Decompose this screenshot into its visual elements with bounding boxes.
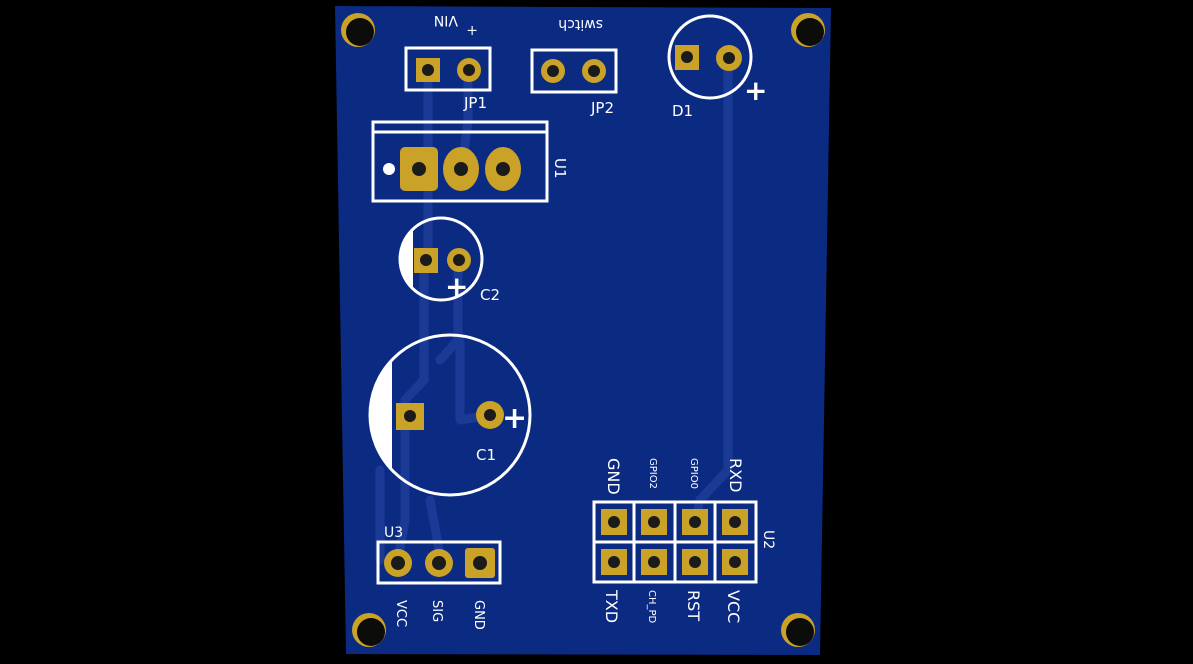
vin-plus-label: +: [466, 22, 478, 38]
u2-label: U2: [760, 530, 776, 549]
d1-led: [667, 14, 753, 100]
c2-plus-label: +: [445, 270, 468, 303]
d1-label: D1: [672, 102, 693, 120]
jp2-switch-header: [530, 48, 618, 94]
u2-vcc-label: VCC: [724, 590, 743, 623]
switch-label: switch: [558, 16, 603, 32]
u2-gpio0-label: GPIO0: [688, 458, 699, 489]
c2-capacitor: [398, 216, 484, 302]
u2-esp8266-header: [592, 500, 758, 584]
c1-capacitor: [368, 333, 532, 497]
u3-sig-label: SIG: [429, 600, 444, 622]
jp1-label: JP1: [463, 94, 487, 112]
u2-txd-label: TXD: [602, 589, 621, 623]
u2-gnd-label: GND: [604, 458, 623, 495]
u2-ch-pd-label: CH_PD: [646, 590, 657, 624]
u3-label: U3: [384, 525, 403, 541]
jp2-label: JP2: [590, 99, 614, 117]
u3-gnd-label: GND: [471, 600, 486, 630]
vin-label: VIN: [434, 12, 458, 28]
c2-label: C2: [480, 286, 500, 304]
u2-rst-label: RST: [684, 590, 703, 621]
u2-gpio2-label: GPIO2: [647, 458, 658, 489]
u2-rxd-label: RXD: [726, 458, 745, 492]
jp1-header: [404, 46, 492, 92]
d1-plus-label: +: [744, 74, 767, 107]
u3-sensor-header: [376, 540, 502, 585]
u1-regulator: [371, 120, 549, 203]
u3-vcc-label: VCC: [393, 600, 408, 627]
u1-label: U1: [551, 158, 569, 179]
c1-label: C1: [476, 446, 496, 464]
c1-plus-label: +: [502, 401, 527, 436]
mounting-holes: [341, 13, 825, 647]
